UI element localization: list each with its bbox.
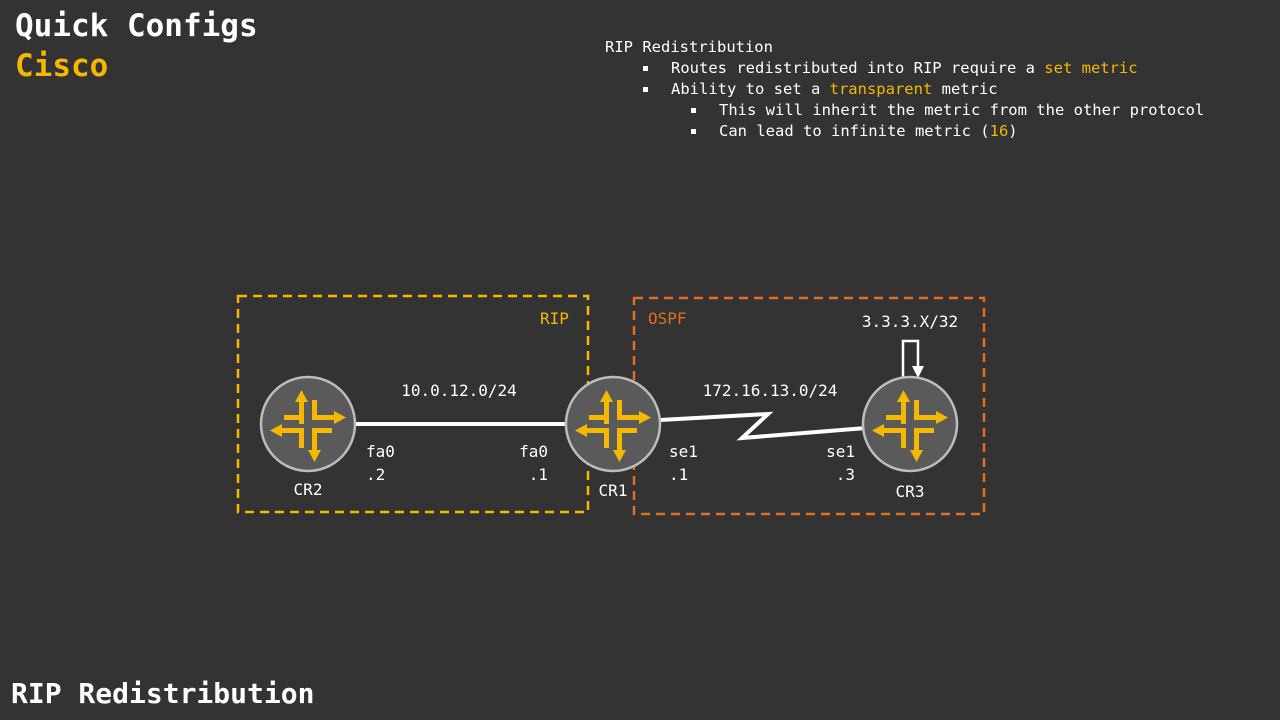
note-highlight: transparent [829,80,933,98]
serial-link [659,411,867,441]
notes-heading: RIP Redistribution [605,38,773,56]
router-icon-cr2[interactable] [259,375,357,473]
loopback-arrowhead [912,366,924,378]
loopback-arrow [901,339,920,377]
interface-cr1-fa-name: fa0 [519,442,548,461]
interface-cr1-fa-addr: .1 [529,465,548,484]
rip-zone-label: RIP [540,309,569,328]
notes-sublist: This will inherit the metric from the ot… [671,100,1245,142]
note-highlight: 16 [989,122,1009,140]
router-label-cr3: CR3 [896,482,925,501]
router-icon-cr1[interactable] [564,375,662,473]
note-text: metric [932,80,998,98]
note-text: Routes redistributed into RIP require a [671,59,1045,77]
network-label-12: 10.0.12.0/24 [401,381,517,400]
network-label-13: 172.16.13.0/24 [703,381,838,400]
note-subitem-inherit: This will inherit the metric from the ot… [671,100,1245,121]
note-subitem-infinite: Can lead to infinite metric (16) [671,121,1245,142]
loopback-label: 3.3.3.X/32 [862,312,958,331]
router-label-cr2: CR2 [294,480,323,499]
interface-cr1-se-addr: .1 [669,465,688,484]
vendor-subtitle: Cisco [15,48,109,84]
page-title: Quick Configs [15,8,258,44]
interface-cr3-addr: .3 [836,465,855,484]
note-item-set-metric: Routes redistributed into RIP require a … [605,58,1245,79]
interface-cr3-name: se1 [826,442,855,461]
note-item-transparent: Ability to set a transparent metric This… [605,79,1245,142]
notes-panel: RIP Redistribution Routes redistributed … [605,37,1245,142]
interface-cr1-se-name: se1 [669,442,698,461]
interface-cr2-addr: .2 [366,465,385,484]
note-highlight: set metric [1044,59,1138,77]
router-icon-cr3[interactable] [861,375,959,473]
footer-title: RIP Redistribution [11,677,315,710]
interface-cr2-name: fa0 [366,442,395,461]
note-text: ) [1008,122,1018,140]
notes-list: Routes redistributed into RIP require a … [605,58,1245,142]
note-text: Can lead to infinite metric ( [719,122,990,140]
ospf-zone-label: OSPF [648,309,687,328]
router-label-cr1: CR1 [599,481,628,500]
note-text: Ability to set a [671,80,830,98]
